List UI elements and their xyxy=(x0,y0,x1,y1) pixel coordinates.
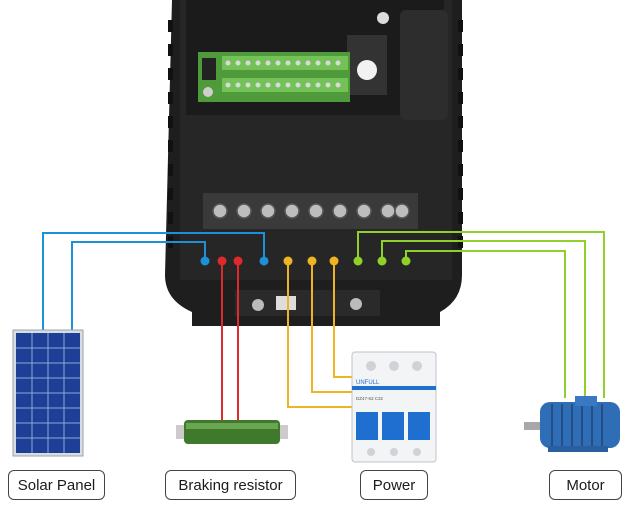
power-terminal-block xyxy=(203,193,418,229)
power-wire-2 xyxy=(311,260,362,393)
power-label: Power xyxy=(360,470,428,500)
terminal-dot xyxy=(233,256,243,266)
cable-clamps xyxy=(235,290,380,316)
solar-wire-1 xyxy=(42,232,265,330)
motor-image xyxy=(524,396,620,452)
power-wire-1 xyxy=(287,260,362,408)
terminal-dot xyxy=(200,256,210,266)
braking-resistor-image xyxy=(176,420,288,444)
terminal-dots xyxy=(200,256,411,266)
braking-resistor-label: Braking resistor xyxy=(165,470,296,500)
motor-wire-1 xyxy=(357,231,605,398)
breaker-brand: UNFULL xyxy=(356,380,380,386)
solar-wire-2 xyxy=(71,241,206,330)
circuit-breaker-image: UNFULL DZ47-63 C32 xyxy=(351,351,437,463)
motor-wire-3 xyxy=(405,250,566,398)
terminal-dot xyxy=(401,256,411,266)
solar-panel-image xyxy=(12,329,84,457)
terminal-dot xyxy=(307,256,317,266)
breaker-model: DZ47-63 C32 xyxy=(356,396,384,401)
terminal-dot xyxy=(283,256,293,266)
solar-panel-label: Solar Panel xyxy=(8,470,105,500)
motor-label: Motor xyxy=(549,470,622,500)
terminal-dot xyxy=(259,256,269,266)
terminal-dot xyxy=(217,256,227,266)
terminal-dot xyxy=(377,256,387,266)
terminal-dot xyxy=(353,256,363,266)
motor-wire-2 xyxy=(381,240,586,398)
control-terminal-board xyxy=(198,52,350,102)
terminal-dot xyxy=(329,256,339,266)
